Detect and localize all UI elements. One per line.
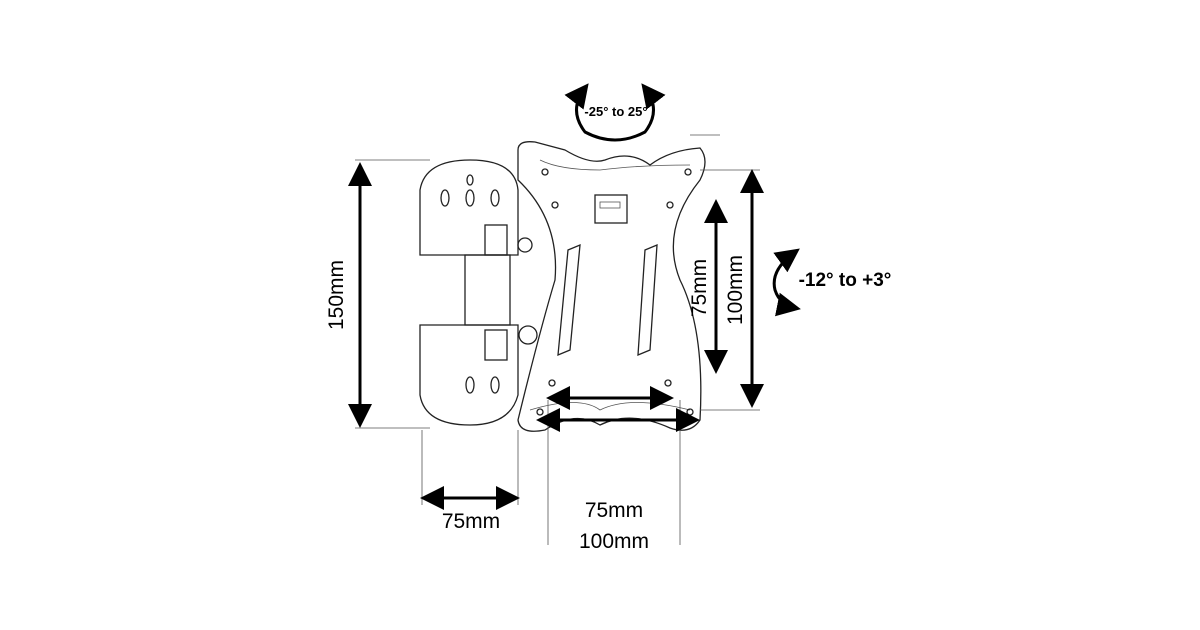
swivel-arrow-icon <box>564 83 666 142</box>
extension-lines <box>355 134 760 545</box>
wall-plate-width-label: 75mm <box>442 510 500 533</box>
tilt-arrow-icon <box>772 248 801 317</box>
wall-plate <box>419 159 538 426</box>
vesa-h-large-label: 100mm <box>579 530 649 553</box>
vesa-plate <box>517 141 706 432</box>
dimension-arrows <box>348 162 764 510</box>
tilt-label: -12° to +3° <box>799 270 892 291</box>
swivel-label: -25° to 25° <box>584 104 647 119</box>
height-total-label: 150mm <box>325 260 348 330</box>
vesa-h-small-label: 75mm <box>585 499 643 522</box>
vesa-v-small-label: 75mm <box>688 259 711 317</box>
vesa-v-large-label: 100mm <box>724 255 747 325</box>
